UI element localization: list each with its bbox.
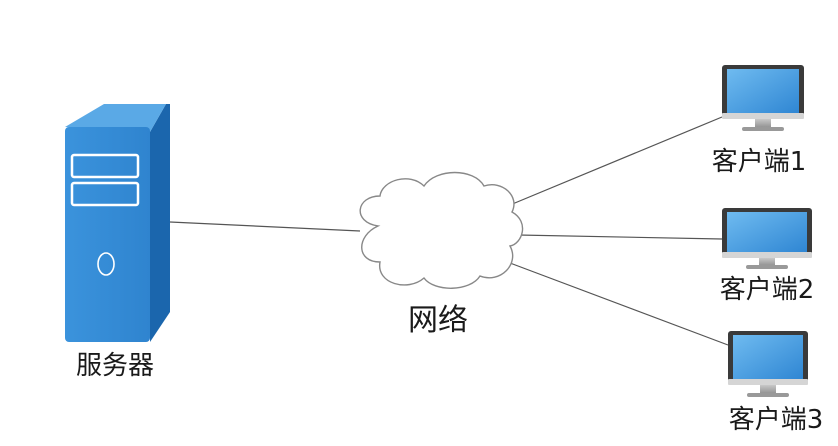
link-network-client2 bbox=[517, 234, 723, 240]
client-3-monitor-icon bbox=[728, 331, 808, 397]
client-3-label: 客户端3 bbox=[729, 405, 824, 435]
client-2-label: 客户端2 bbox=[720, 275, 815, 305]
client-2-monitor-icon bbox=[722, 208, 812, 269]
link-network-client1 bbox=[509, 116, 723, 206]
network-label: 网络 bbox=[408, 303, 468, 338]
server-label: 服务器 bbox=[76, 351, 154, 381]
cloud-icon bbox=[359, 171, 524, 289]
power-button-icon bbox=[97, 252, 115, 276]
client-1-monitor-icon bbox=[722, 65, 804, 131]
link-server-network bbox=[169, 221, 361, 232]
client-1-label: 客户端1 bbox=[712, 147, 807, 177]
link-network-client3 bbox=[509, 262, 729, 346]
server-tower-icon bbox=[65, 104, 170, 342]
connection-lines bbox=[169, 116, 729, 346]
